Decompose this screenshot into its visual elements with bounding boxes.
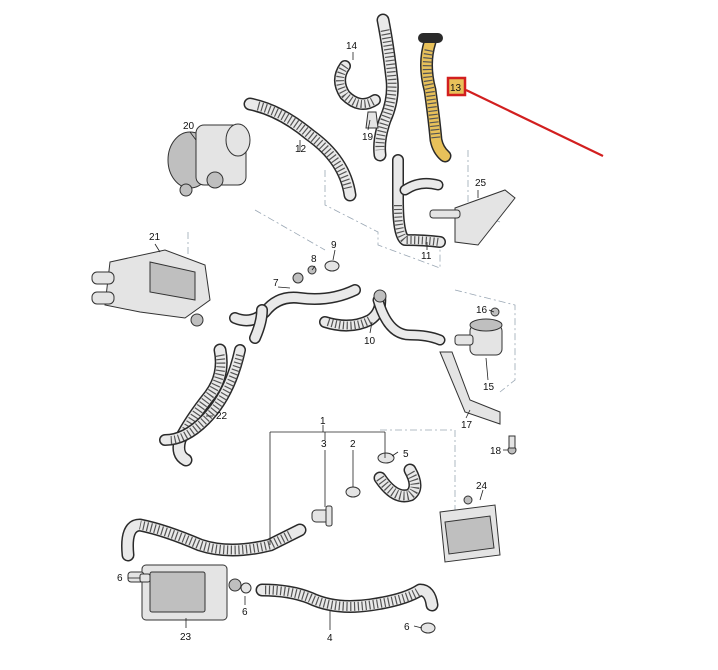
part-13-hose[interactable] [418,33,452,163]
callout-2: 2 [350,439,356,450]
callout-9: 9 [331,240,337,251]
part-10-hose[interactable] [319,289,446,346]
part-4-hose[interactable] [255,583,439,613]
callout-22: 22 [216,411,228,422]
callout-24: 24 [476,481,488,492]
part-7-pipe[interactable] [229,272,361,344]
callout-25: 25 [475,178,487,189]
part-25-bracket[interactable] [429,189,516,246]
callout-6-middle: 6 [242,607,248,618]
callout-19: 19 [362,132,374,143]
callout-13: 13 [450,83,462,94]
part-17-bracket[interactable] [439,351,501,425]
callout-6-right: 6 [404,622,410,633]
callout-15: 15 [483,382,495,393]
callout-3: 3 [321,439,327,450]
part-14-hose[interactable] [334,13,399,162]
callout-4: 4 [327,633,333,644]
callout-10: 10 [364,336,376,347]
callout-6-left: 6 [117,573,123,584]
callout-18: 18 [490,446,502,457]
callout-17: 17 [461,420,473,431]
part-19-clip[interactable] [365,111,379,129]
part-18-bolt[interactable] [507,435,517,455]
callout-16: 16 [476,305,488,316]
part-3-connector[interactable] [311,505,333,527]
callout-21: 21 [149,232,161,243]
callout-8: 8 [311,254,317,265]
part-22-hose[interactable] [159,343,246,467]
part-20-pump[interactable] [167,123,251,197]
part-9-clamp[interactable] [324,260,340,272]
part-24-cooler[interactable] [439,495,501,563]
callout-11: 11 [421,251,432,262]
part-23-cooler[interactable] [127,564,242,621]
callout-7: 7 [273,278,279,289]
part-1-hose[interactable] [121,518,307,562]
callout-20: 20 [183,121,195,132]
part-11-hose[interactable] [392,154,446,248]
part-6-clamp[interactable] [139,573,436,634]
assembly-outline [187,150,516,561]
callout-23: 23 [180,632,192,643]
part-5-hose[interactable] [373,452,422,503]
callout-5: 5 [403,449,409,460]
part-2-clamp[interactable] [345,486,361,498]
part-16-bolt[interactable] [490,307,500,317]
part-12-hose[interactable] [243,97,357,202]
part-13-highlight [446,76,604,157]
callout-14: 14 [346,41,358,52]
part-15-valve[interactable] [454,318,503,356]
part-21-housing[interactable] [91,249,211,327]
callout-1: 1 [320,416,326,427]
callout-12: 12 [295,144,307,155]
leader-lines [128,52,508,630]
callout-labels: 13 14 20 12 19 25 21 9 8 7 11 16 10 15 1… [117,41,502,644]
